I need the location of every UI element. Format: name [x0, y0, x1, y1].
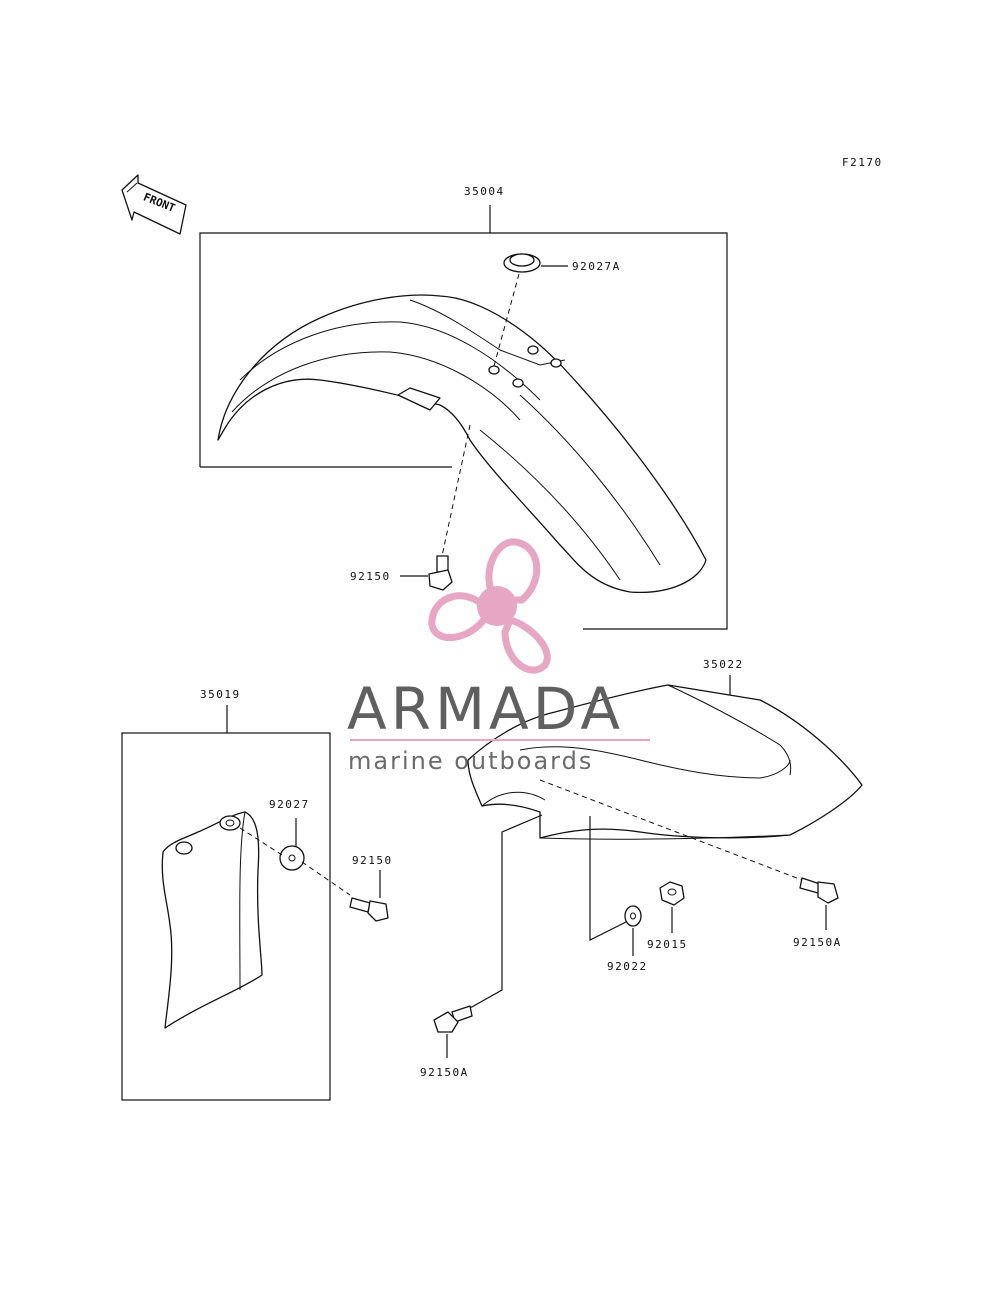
label-92150-front: 92150 — [350, 570, 391, 583]
brand-name: ARMADA — [347, 675, 624, 743]
label-35019: 35019 — [200, 688, 241, 701]
front-arrow-icon: FRONT — [121, 174, 187, 235]
rear-fender-part — [467, 684, 863, 840]
label-92150A-right: 92150A — [793, 936, 842, 949]
front-fender-part — [217, 294, 707, 594]
brand-tagline: marine outboards — [348, 747, 593, 775]
bolt-92150-front-part — [428, 555, 453, 591]
washer-92027-part — [279, 845, 305, 871]
fork-guard-group: 35019 92027 92150 — [121, 688, 393, 1101]
nut-92015-part — [659, 881, 685, 906]
label-92027: 92027 — [269, 798, 310, 811]
label-35022: 35022 — [703, 658, 744, 671]
bolt-92150A-left-part — [433, 1005, 473, 1033]
propeller-logo-icon — [428, 538, 551, 674]
label-92150A-left: 92150A — [420, 1066, 469, 1079]
bolt-92150-guard-part — [349, 897, 389, 922]
label-92015: 92015 — [647, 938, 688, 951]
grommet-92027A-part — [503, 253, 541, 273]
figure-code: F2170 — [842, 156, 883, 169]
label-35004: 35004 — [464, 185, 505, 198]
fork-guard-part — [161, 811, 263, 1029]
rear-fender-group: 35022 92150A 92022 92015 — [420, 658, 863, 1079]
front-fender-group: 35004 92027A 92150 — [199, 185, 728, 630]
washer-92022-part — [624, 905, 642, 927]
bolt-92150A-right-part — [799, 877, 839, 904]
label-92150-guard: 92150 — [352, 854, 393, 867]
label-92022: 92022 — [607, 960, 648, 973]
label-92027A: 92027A — [572, 260, 621, 273]
armada-watermark: ARMADA marine outboards — [347, 538, 650, 775]
